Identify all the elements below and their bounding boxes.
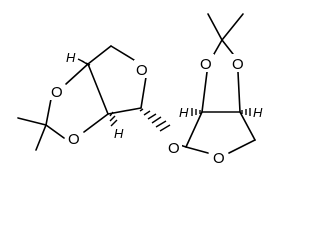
oxygen-atom-label: O [51, 84, 63, 101]
bond [185, 146, 209, 154]
molecule-structure-diagram: O O O O O O O H H H H [17, 13, 263, 167]
bond [228, 139, 256, 154]
bond [87, 45, 112, 65]
bond [221, 13, 244, 41]
bond [87, 63, 109, 115]
hashed-bond [241, 108, 251, 116]
bond [207, 13, 223, 41]
bond [237, 71, 241, 113]
oxygen-atom-label: O [136, 62, 148, 79]
bond [201, 71, 208, 113]
bond [107, 107, 142, 115]
bond [221, 39, 234, 55]
oxygen-atom-label: O [68, 131, 80, 148]
bond [45, 98, 52, 126]
bond [17, 117, 47, 126]
atom-labels: O O O O O O O H H H H [49, 50, 263, 167]
hashed-bond [109, 111, 118, 127]
hashed-bond [191, 108, 201, 116]
hydrogen-atom-label: H [253, 105, 263, 120]
bond [45, 124, 65, 139]
left-bicyclic-unit [17, 45, 171, 151]
bond [65, 63, 89, 85]
bond [239, 111, 256, 141]
right-bicyclic-unit [179, 13, 256, 154]
hydrogen-atom-label: H [114, 126, 124, 141]
oxygen-atom-label: O [200, 56, 212, 73]
bond [110, 45, 135, 61]
hydrogen-atom-label: H [179, 105, 189, 120]
hashed-bond [139, 108, 171, 132]
hashed-bond [77, 58, 91, 66]
oxygen-atom-label: O [232, 56, 244, 73]
hydrogen-atom-label: H [66, 50, 76, 65]
bond [213, 39, 223, 55]
oxygen-atom-label: O [168, 140, 180, 157]
bond [35, 124, 47, 151]
bond [140, 76, 147, 109]
bond [83, 113, 109, 133]
oxygen-atom-label: O [213, 150, 225, 167]
bond [185, 111, 203, 148]
